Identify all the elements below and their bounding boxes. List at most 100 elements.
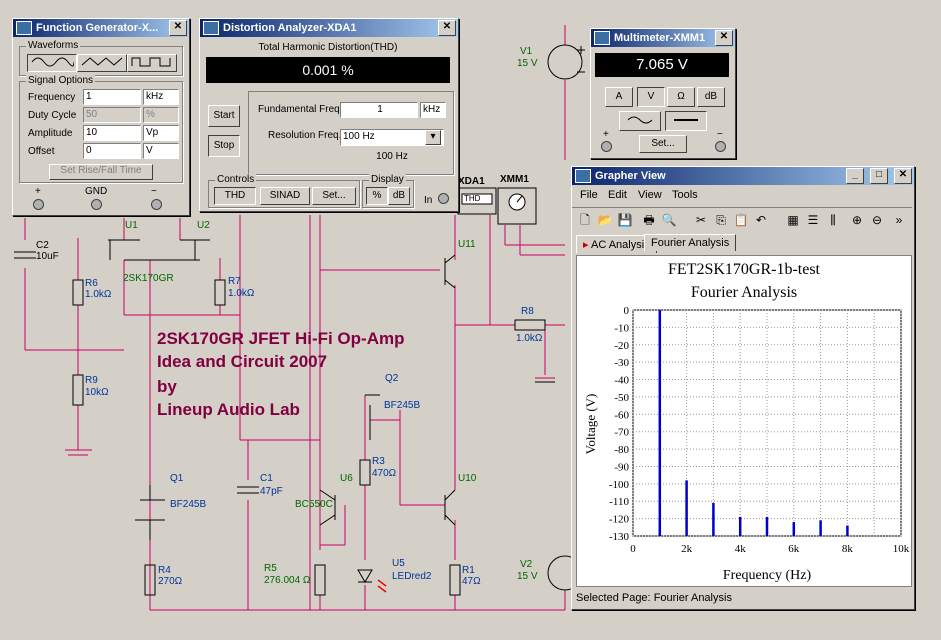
- close-icon[interactable]: ✕: [715, 30, 733, 46]
- tab-ac-analysis[interactable]: ▸ AC Analysis: [576, 235, 657, 253]
- start-button[interactable]: Start: [208, 105, 240, 127]
- resolution-freq-select[interactable]: 100 Hz ▾: [340, 129, 444, 146]
- y-tick-label: -80: [614, 444, 629, 456]
- ac-button[interactable]: [619, 111, 661, 131]
- multimeter-titlebar[interactable]: Multimeter-XMM1 ✕: [591, 29, 735, 47]
- graph-panel[interactable]: FET2SK170GR-1b-test Fourier Analysis Vol…: [576, 255, 912, 587]
- triangle-wave-button[interactable]: [77, 54, 127, 72]
- multimeter-readout: 7.065 V: [595, 53, 729, 77]
- zoom-out-icon[interactable]: ⊖: [871, 213, 883, 227]
- u6-value: BC550C: [295, 499, 333, 510]
- maximize-icon[interactable]: □: [870, 168, 888, 184]
- open-icon[interactable]: 📂: [597, 213, 613, 227]
- thd-button[interactable]: THD: [214, 187, 256, 205]
- new-icon[interactable]: 🗋: [580, 213, 590, 227]
- db-button[interactable]: dB: [388, 187, 410, 205]
- fg-minus-terminal[interactable]: [151, 199, 162, 210]
- resolution-freq-value: 100 Hz: [343, 131, 375, 142]
- grapher-window[interactable]: Grapher View _ □ ✕ File Edit View Tools …: [571, 166, 915, 610]
- status-label: Selected Page:: [576, 592, 651, 604]
- function-generator-window[interactable]: Function Generator-X... ✕ Waveforms Sign…: [12, 18, 190, 216]
- u5-value: LEDred2: [392, 571, 432, 582]
- display-group: Display: [362, 174, 414, 208]
- close-icon[interactable]: ✕: [438, 20, 456, 36]
- legend-icon[interactable]: ☰: [807, 213, 819, 227]
- mm-minus-terminal[interactable]: [715, 141, 726, 152]
- copy-icon[interactable]: ⎘: [716, 213, 726, 227]
- tab-fourier-analysis[interactable]: Fourier Analysis: [644, 234, 737, 251]
- x-tick-label: 0: [630, 543, 636, 555]
- menu-tools[interactable]: Tools: [672, 189, 698, 201]
- menu-edit[interactable]: Edit: [608, 189, 627, 201]
- mm-plus-terminal[interactable]: [601, 141, 612, 152]
- menu-view[interactable]: View: [638, 189, 662, 201]
- square-wave-button[interactable]: [127, 54, 177, 72]
- q1-value: BF245B: [170, 499, 207, 510]
- close-icon[interactable]: ✕: [894, 168, 912, 184]
- x-tick-label: 10k: [893, 543, 910, 555]
- dc-button[interactable]: [665, 111, 707, 131]
- amplitude-field[interactable]: 10: [83, 125, 141, 141]
- ammeter-mode-button[interactable]: A: [605, 87, 633, 107]
- fg-gnd-terminal[interactable]: [91, 199, 102, 210]
- percent-button[interactable]: %: [366, 187, 388, 205]
- v2-value: 15 V: [517, 571, 538, 582]
- print-preview-icon[interactable]: 🔍: [661, 213, 677, 227]
- fg-plus-terminal[interactable]: [33, 199, 44, 210]
- function-generator-titlebar[interactable]: Function Generator-X... ✕: [13, 19, 189, 37]
- sinad-button[interactable]: SINAD: [260, 187, 310, 205]
- circuit-title-line-2: Idea and Circuit 2007: [157, 352, 328, 371]
- save-icon[interactable]: 💾: [617, 213, 633, 227]
- r7-ref: R7: [228, 276, 241, 287]
- sine-wave-button[interactable]: [27, 54, 77, 72]
- undo-icon[interactable]: ↶: [755, 213, 767, 227]
- xmm1-ref: XMM1: [500, 174, 529, 185]
- grapher-titlebar[interactable]: Grapher View _ □ ✕: [572, 167, 914, 185]
- ohmmeter-mode-button[interactable]: Ω: [667, 87, 695, 107]
- paste-icon[interactable]: 📋: [733, 213, 749, 227]
- chevron-down-icon[interactable]: ▾: [425, 130, 441, 145]
- duty-cycle-unit[interactable]: %: [143, 107, 179, 123]
- multimeter-set-button[interactable]: Set...: [639, 135, 687, 153]
- fundamental-freq-unit[interactable]: kHz: [420, 102, 446, 118]
- r9-ref: R9: [85, 375, 98, 386]
- xda1-ref: XDA1: [458, 176, 485, 187]
- frequency-unit[interactable]: kHz: [143, 89, 179, 105]
- q2-value: BF245B: [384, 400, 421, 411]
- offset-unit[interactable]: V: [143, 143, 179, 159]
- duty-cycle-field[interactable]: 50: [83, 107, 141, 123]
- minimize-icon[interactable]: _: [846, 168, 864, 184]
- print-icon[interactable]: 🖶: [643, 213, 655, 227]
- stop-button[interactable]: Stop: [208, 135, 240, 157]
- set-button[interactable]: Set...: [312, 187, 356, 205]
- in-terminal[interactable]: [438, 193, 449, 204]
- set-rise-fall-button[interactable]: Set Rise/Fall Time: [49, 164, 153, 180]
- distortion-analyzer-window[interactable]: Distortion Analyzer-XDA1 ✕ Total Harmoni…: [199, 18, 459, 212]
- close-icon[interactable]: ✕: [169, 20, 187, 36]
- frequency-field[interactable]: 1: [83, 89, 141, 105]
- u2-ref: U2: [197, 220, 210, 231]
- resolution-freq-label: Resolution Freq.: [268, 130, 342, 141]
- fundamental-freq-field[interactable]: 1: [340, 102, 418, 118]
- multimeter-title: Multimeter-XMM1: [614, 32, 706, 44]
- more-icon[interactable]: »: [895, 213, 903, 227]
- zoom-in-icon[interactable]: ⊕: [851, 213, 863, 227]
- amplitude-label: Amplitude: [28, 128, 73, 139]
- db-mode-button[interactable]: dB: [697, 87, 725, 107]
- offset-field[interactable]: 0: [83, 143, 141, 159]
- x-tick-label: 6k: [788, 543, 800, 555]
- amplitude-unit[interactable]: Vp: [143, 125, 179, 141]
- function-generator-title: Function Generator-X...: [36, 22, 159, 34]
- distortion-analyzer-titlebar[interactable]: Distortion Analyzer-XDA1 ✕: [200, 19, 458, 37]
- cut-icon[interactable]: ✂: [695, 213, 707, 227]
- cursors-icon[interactable]: ⫼: [830, 213, 836, 227]
- chart-subtitle: Fourier Analysis: [691, 284, 797, 301]
- circuit-title-line-4: Lineup Audio Lab: [157, 400, 300, 419]
- menu-file[interactable]: File: [580, 189, 598, 201]
- grid-icon[interactable]: ▦: [787, 213, 799, 227]
- multimeter-window[interactable]: Multimeter-XMM1 ✕ 7.065 V A V Ω dB Set..…: [590, 28, 736, 159]
- voltmeter-mode-button[interactable]: V: [637, 87, 665, 107]
- r8-value: 1.0kΩ: [516, 333, 543, 344]
- tab-ac-analysis-label: AC Analysis: [590, 239, 650, 251]
